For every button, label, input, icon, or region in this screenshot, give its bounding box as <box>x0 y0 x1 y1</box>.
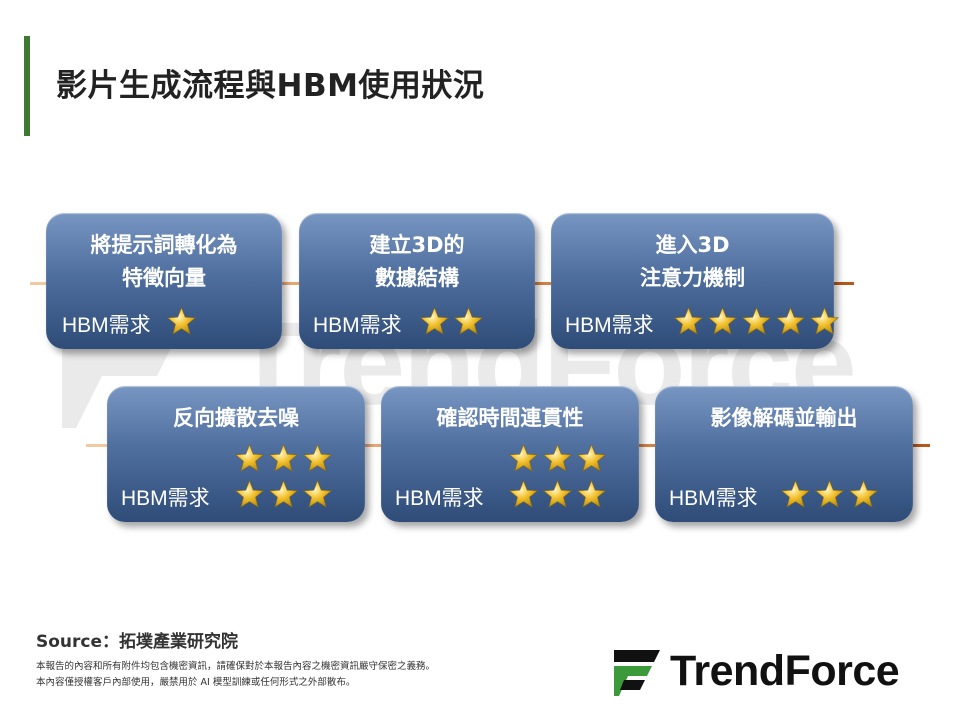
star-rating-upper <box>508 443 607 474</box>
star-icon <box>166 306 197 335</box>
trendforce-logo-icon <box>614 650 660 696</box>
hbm-requirement-label: HBM需求 <box>395 487 484 510</box>
step-card-5: 確認時間連貫性 HBM需求 <box>381 386 639 522</box>
step-title: 影像解碼並輸出 <box>655 402 913 435</box>
connector-line <box>362 444 386 447</box>
step-title: 進入3D 注意力機制 <box>551 229 834 295</box>
step-title-line2: 特徵向量 <box>122 266 206 290</box>
star-icon <box>234 443 265 472</box>
star-icon <box>542 443 573 472</box>
star-rating <box>673 306 840 337</box>
connector-line <box>86 444 112 447</box>
trendforce-logo: TrendForce <box>612 646 932 698</box>
star-rating <box>780 479 879 510</box>
star-icon <box>576 443 607 472</box>
step-title-line2: 注意力機制 <box>640 266 745 290</box>
source-note: Source：拓墣產業研究院 <box>36 632 239 652</box>
star-icon <box>673 306 704 335</box>
step-card-3: 進入3D 注意力機制 HBM需求 <box>551 213 840 349</box>
title-accent-bar <box>24 36 30 136</box>
step-title-line1: 反向擴散去噪 <box>173 406 299 430</box>
step-title-line1: 進入3D <box>655 233 730 257</box>
page-title: 影片生成流程與HBM使用狀況 <box>56 68 485 104</box>
connector-line <box>533 282 555 285</box>
hbm-requirement-label: HBM需求 <box>313 314 402 337</box>
star-icon <box>508 479 539 508</box>
star-icon <box>268 443 299 472</box>
star-icon <box>508 443 539 472</box>
step-title-line2: 數據結構 <box>375 266 459 290</box>
star-icon <box>542 479 573 508</box>
star-icon <box>268 479 299 508</box>
star-icon <box>780 479 811 508</box>
step-title-line1: 影像解碼並輸出 <box>710 406 858 430</box>
star-icon <box>302 479 333 508</box>
hbm-requirement-label: HBM需求 <box>62 314 151 337</box>
step-title: 建立3D的 數據結構 <box>299 229 535 295</box>
star-icon <box>707 306 738 335</box>
hbm-requirement-label: HBM需求 <box>669 487 758 510</box>
logo-text: TrendForce <box>670 647 900 695</box>
star-rating <box>166 306 197 337</box>
star-rating-lower <box>508 479 607 510</box>
star-icon <box>814 479 845 508</box>
step-card-4: 反向擴散去噪 HBM需求 <box>107 386 365 522</box>
connector-line <box>636 444 660 447</box>
step-title: 確認時間連貫性 <box>381 402 639 435</box>
star-icon <box>419 306 450 335</box>
connector-line <box>908 444 930 447</box>
star-icon <box>775 306 806 335</box>
star-rating <box>419 306 484 337</box>
step-card-6: 影像解碼並輸出 HBM需求 <box>655 386 913 522</box>
star-icon <box>848 479 879 508</box>
disclaimer-line-2: 本內容僅授權客戶內部使用，嚴禁用於 AI 模型訓練或任何形式之外部散布。 <box>36 677 356 688</box>
hbm-requirement-label: HBM需求 <box>121 487 210 510</box>
connector-line <box>280 282 304 285</box>
step-card-2: 建立3D的 數據結構 HBM需求 <box>299 213 535 349</box>
step-card-1: 將提示詞轉化為 特徵向量 HBM需求 <box>46 213 282 349</box>
star-icon <box>741 306 772 335</box>
step-title: 將提示詞轉化為 特徵向量 <box>46 229 282 295</box>
star-icon <box>453 306 484 335</box>
step-title-line1: 確認時間連貫性 <box>436 406 584 430</box>
hbm-requirement-label: HBM需求 <box>565 314 654 337</box>
disclaimer-line-1: 本報告的內容和所有附件均包含機密資訊，請確保對於本報告內容之機密資訊嚴守保密之義… <box>36 661 436 672</box>
star-rating-lower <box>234 479 333 510</box>
step-title-line1: 將提示詞轉化為 <box>90 233 238 257</box>
step-title: 反向擴散去噪 <box>107 402 365 435</box>
star-icon <box>809 306 840 335</box>
step-title-line1: 建立3D的 <box>369 233 465 257</box>
star-icon <box>234 479 265 508</box>
star-icon <box>576 479 607 508</box>
star-rating-upper <box>234 443 333 474</box>
connector-line <box>832 282 854 285</box>
connector-line <box>30 282 50 285</box>
star-icon <box>302 443 333 472</box>
